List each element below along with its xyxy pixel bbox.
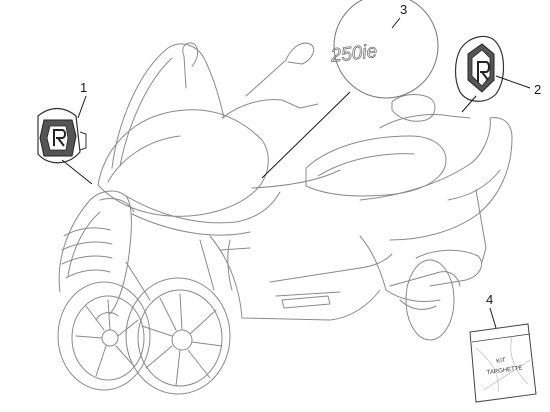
emblem-badge-1 xyxy=(37,107,87,164)
callout-label-4: 4 xyxy=(486,292,493,307)
kit-bag: KIT TARGHETTE xyxy=(469,323,537,403)
callout-4: 4 xyxy=(486,292,497,329)
callout-2: 2 xyxy=(461,75,541,113)
callout-label-1: 1 xyxy=(80,80,87,95)
callout-label-3: 3 xyxy=(400,2,407,17)
scooter-drawing xyxy=(57,42,513,395)
emblem-badge-2 xyxy=(454,35,505,102)
callout-leader-4 xyxy=(489,307,497,329)
kit-label-line1: KIT xyxy=(496,358,506,365)
callout-leader-1-top xyxy=(77,95,87,119)
callout-leader-3-bottom xyxy=(261,91,351,179)
callout-leader-1-bottom xyxy=(61,159,93,185)
kit-label-line2: TARGHETTE xyxy=(486,365,522,376)
callout-leader-2-bottom xyxy=(461,95,477,113)
callout-leader-2-top xyxy=(495,75,531,89)
callout-1: 1 xyxy=(61,80,93,185)
callout-3: 3 xyxy=(261,2,407,179)
callout-leader-3-top xyxy=(391,17,401,29)
callout-label-2: 2 xyxy=(534,82,541,97)
decal-250ie: 250ie xyxy=(328,0,439,99)
